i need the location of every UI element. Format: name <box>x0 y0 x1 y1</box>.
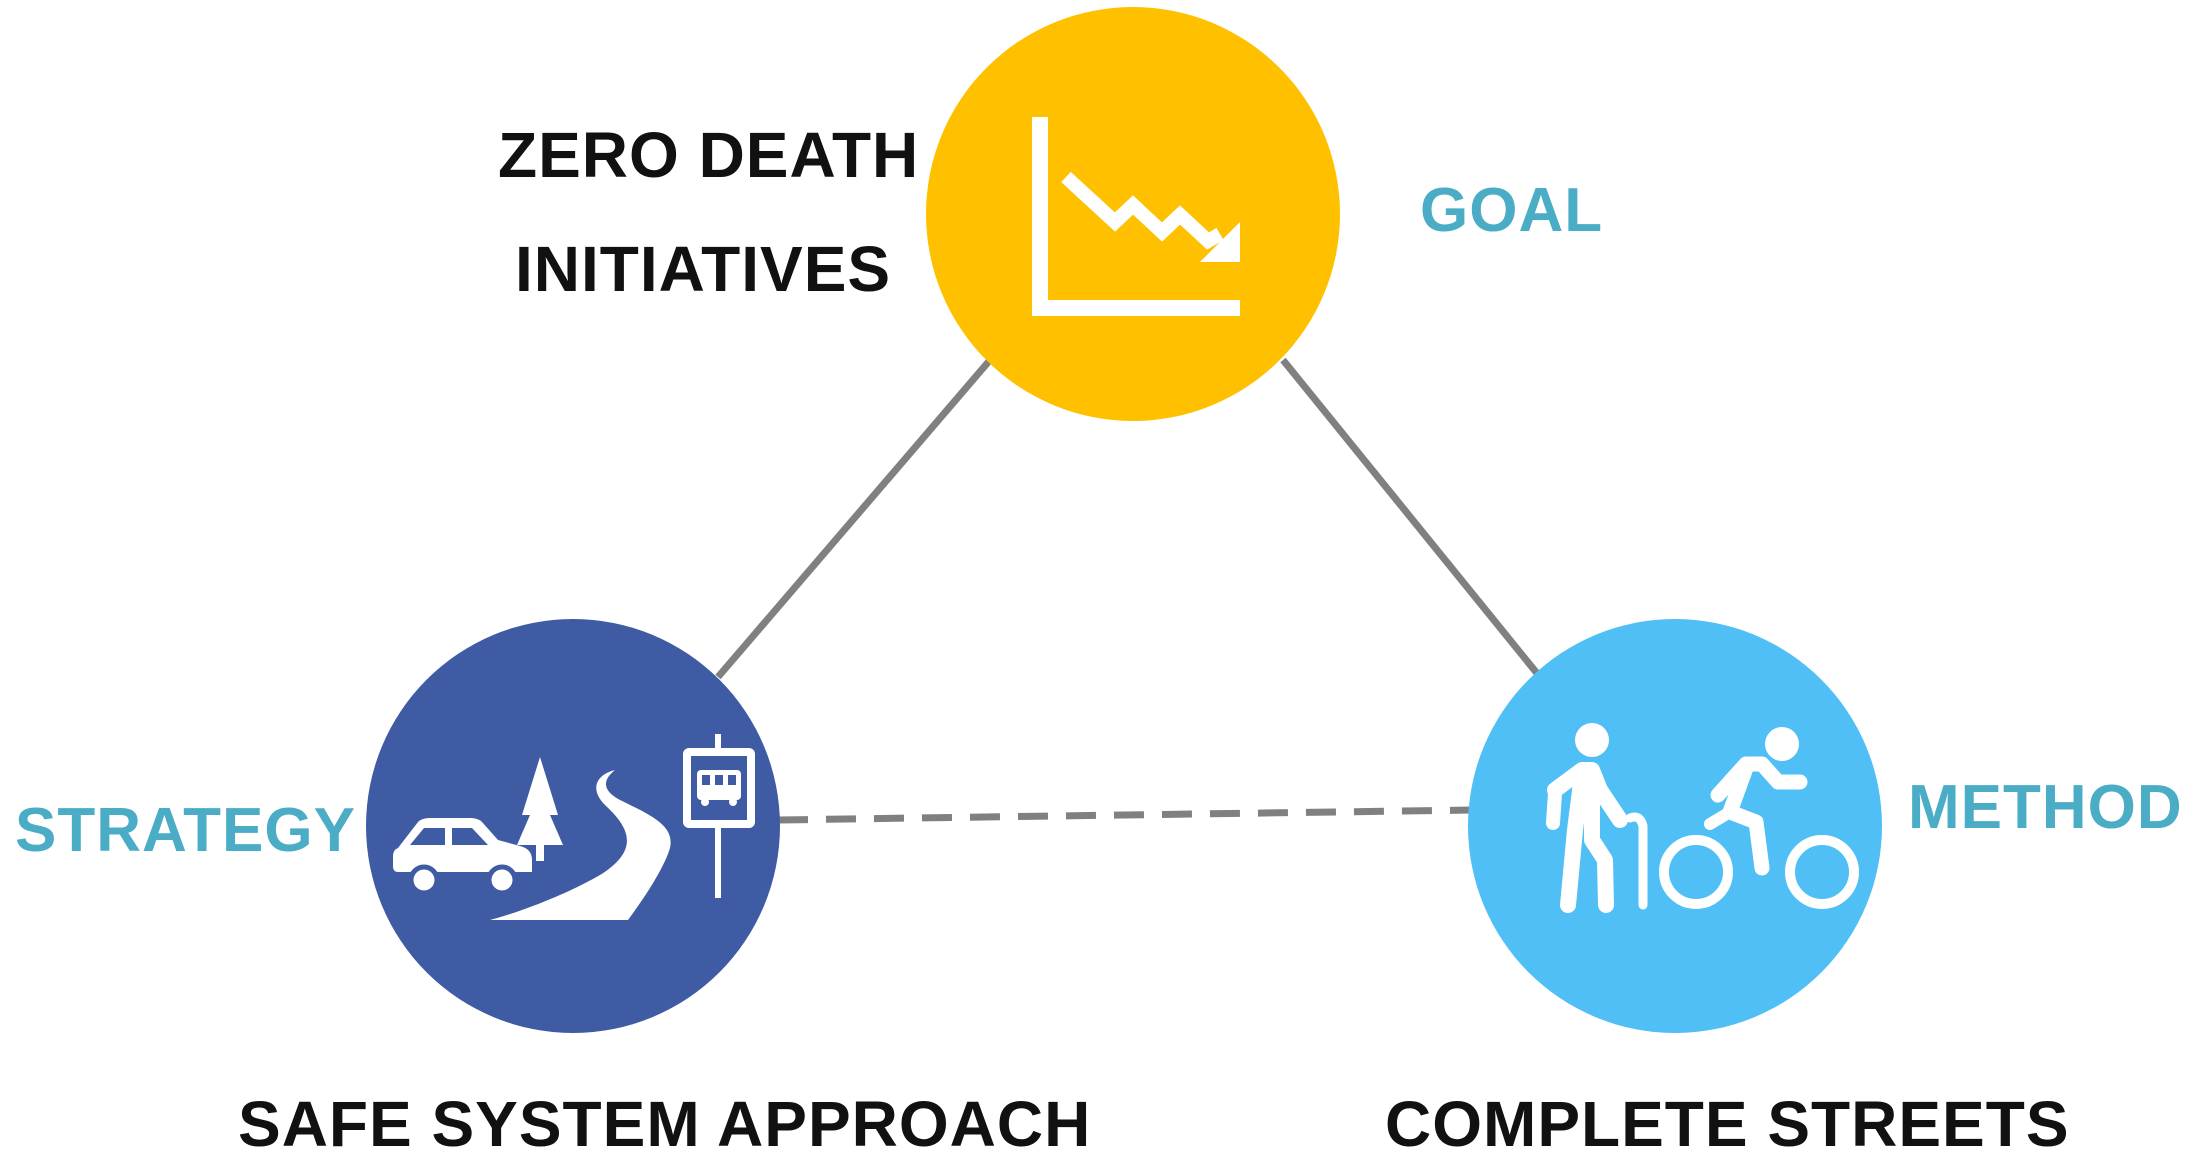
tree-icon <box>517 757 563 861</box>
strategy-node <box>366 619 780 1033</box>
pedestrian-icon <box>1546 723 1648 913</box>
car-icon <box>393 818 532 896</box>
strategy-title: SAFE SYSTEM APPROACH <box>238 1088 1092 1160</box>
goal-title-line1: ZERO DEATH <box>498 119 920 191</box>
connector-strategy-method-dashed <box>777 806 1473 824</box>
goal-node <box>926 7 1340 421</box>
declining-chart-icon <box>1032 117 1240 316</box>
strategy-circle <box>366 619 780 1033</box>
cyclist-icon <box>1659 727 1859 909</box>
bus-stop-sign-icon <box>683 734 755 898</box>
road-icon <box>490 770 671 920</box>
goal-title-line2: INITIATIVES <box>515 233 892 305</box>
method-circle <box>1468 619 1882 1033</box>
goal-role-label: GOAL <box>1420 176 1604 245</box>
strategy-role-label: STRATEGY <box>15 796 356 865</box>
connector-goal-strategy <box>715 357 993 680</box>
method-role-label: METHOD <box>1908 773 2183 842</box>
connector-goal-method <box>1280 357 1543 680</box>
method-node <box>1468 619 1882 1033</box>
method-title: COMPLETE STREETS <box>1385 1088 2070 1160</box>
